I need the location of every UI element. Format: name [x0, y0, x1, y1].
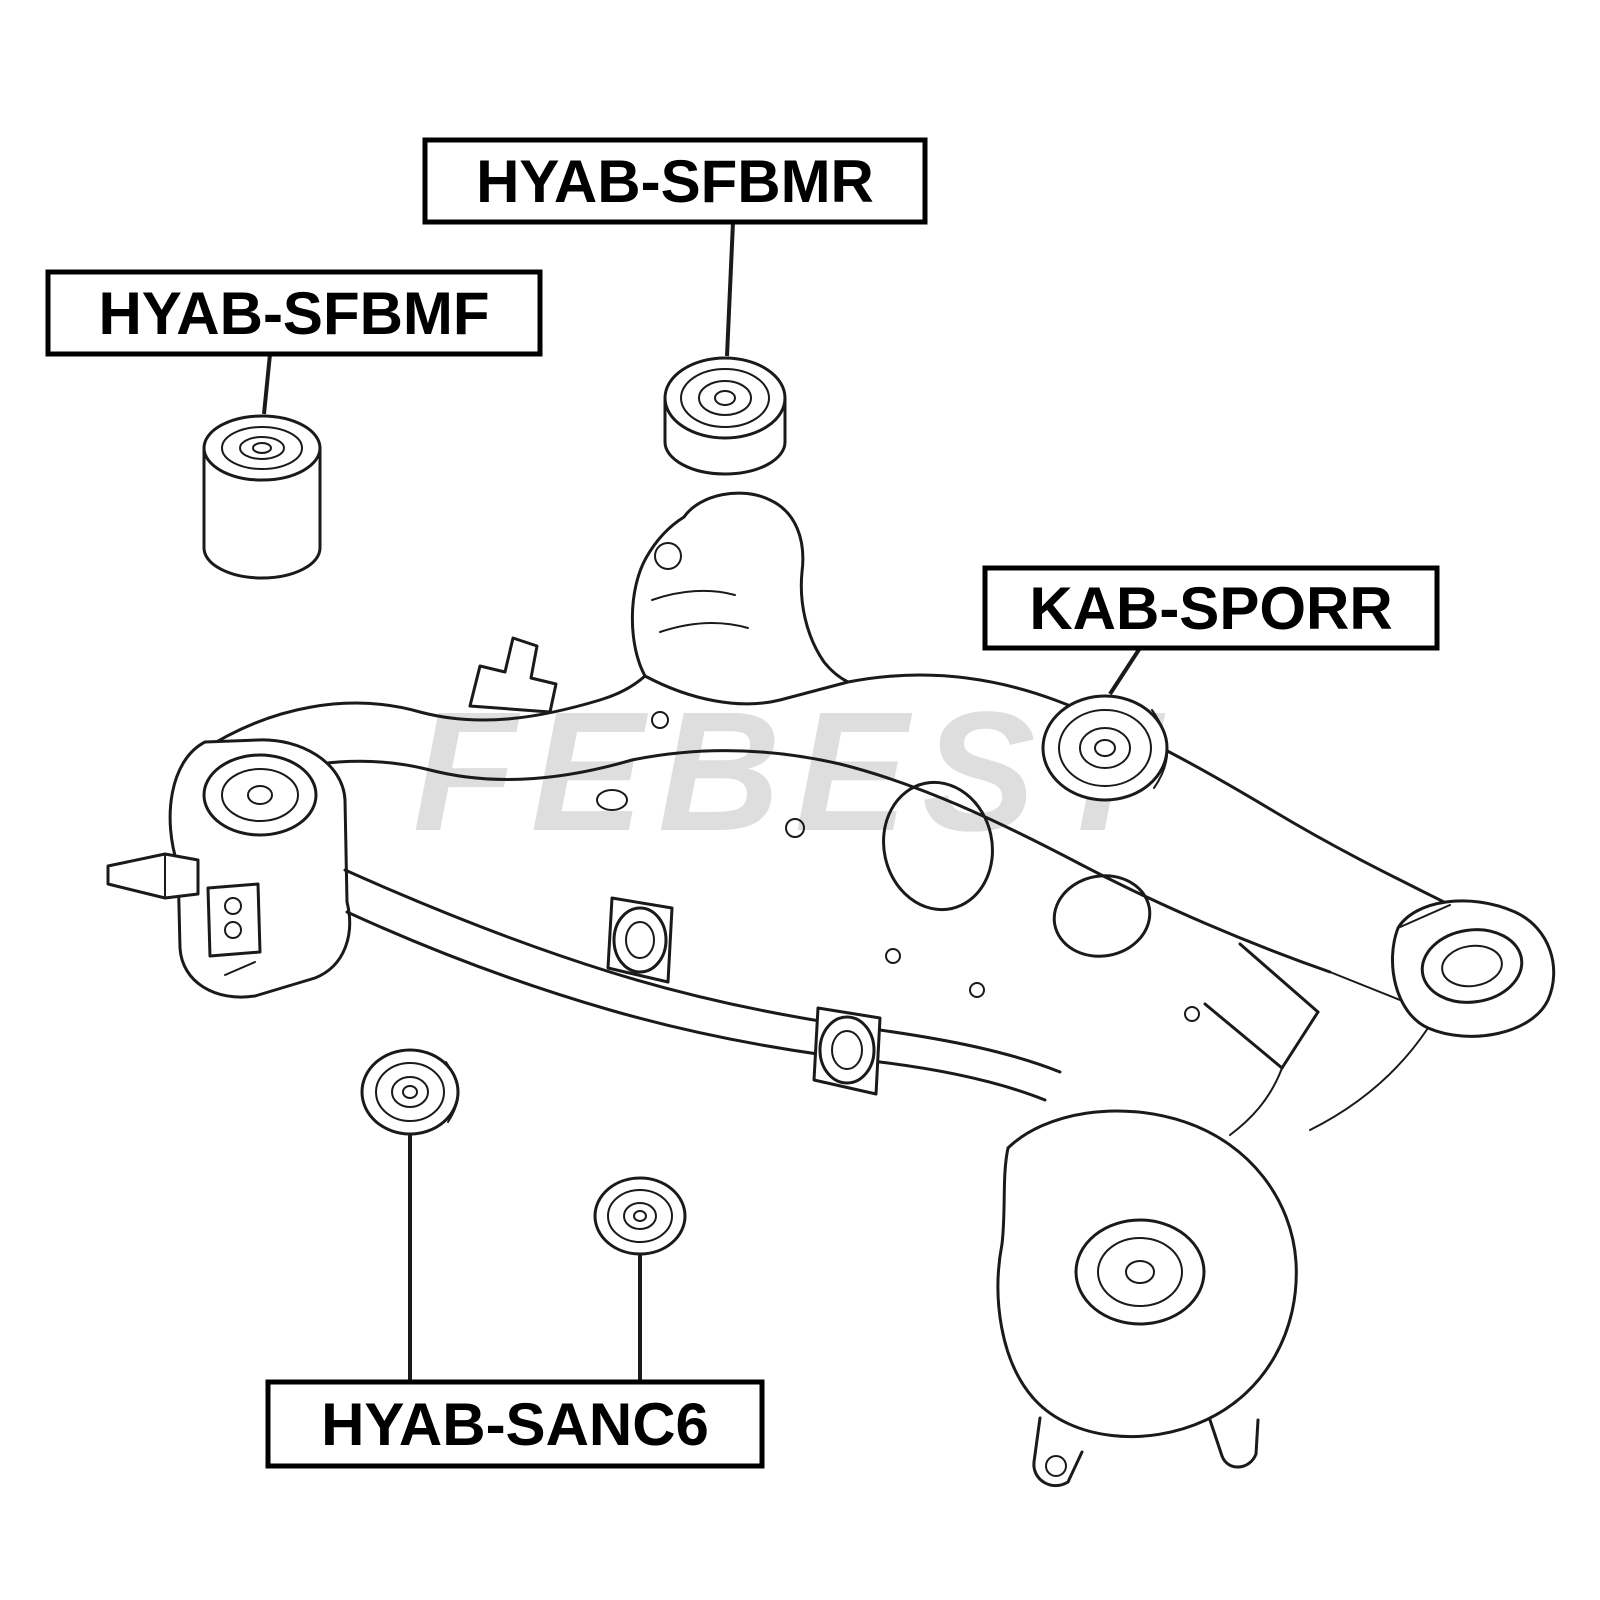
mid-mount-2-hole: [831, 1030, 863, 1070]
left-sub-bracket-bolt-2: [224, 921, 242, 939]
diagonal-strut-2: [1280, 1010, 1320, 1070]
right-rail-bottom-edge: [630, 749, 1332, 974]
left-mount-hatch-3: [224, 961, 256, 976]
part-label-hyab-sfbmf-text: HYAB-SFBMF: [98, 280, 489, 347]
tower-rib-2: [659, 622, 749, 633]
mid-mount-1-bracket: [606, 896, 674, 984]
bottom-right-bracket: [996, 1109, 1298, 1438]
tower-hole: [654, 542, 682, 570]
part-label-kab-sporr-box: [982, 565, 1440, 651]
right-mount-link-2: [1397, 904, 1451, 929]
part-label-hyab-sfbmf-box: [45, 269, 543, 357]
subframe-crossmember-drawing: [106, 491, 1556, 1488]
bushing-hyab-sfbmf: [202, 414, 322, 580]
bushing-sfbmf-body: [202, 446, 322, 580]
leader-hyab-sfbmf: [262, 353, 272, 415]
bottom-right-seat-outer: [1074, 1218, 1206, 1326]
part-label-kab-sporr: KAB-SPORR: [982, 565, 1440, 651]
bottom-right-seat-center: [1125, 1260, 1155, 1284]
left-zigzag-bracket: [468, 636, 558, 714]
right-mount-bracket: [1391, 899, 1556, 1038]
slot-hole: [596, 789, 628, 811]
mid-mount-1-seat: [612, 906, 668, 974]
bushing-sanc6a-ring-1: [375, 1062, 445, 1122]
bottom-right-foot-left: [1032, 1416, 1084, 1488]
bushing-kab-ring-2: [1079, 727, 1131, 769]
central-opening-large: [882, 780, 994, 912]
mid-mount-2-seat: [818, 1015, 876, 1085]
upper-rail-top-edge: [198, 674, 647, 754]
part-label-hyab-sanc6: HYAB-SANC6: [265, 1379, 765, 1469]
left-mount-seat-outer: [202, 753, 318, 837]
bushing-sanc6a-ring-2: [391, 1076, 429, 1108]
right-mount-seat-inner: [1441, 944, 1503, 988]
bolt-hole-1: [651, 711, 669, 729]
part-label-hyab-sanc6-box: [265, 1379, 765, 1469]
bushing-sfbmr-top: [663, 356, 787, 440]
bolt-hole-2: [785, 818, 805, 838]
part-label-kab-sporr-text: KAB-SPORR: [1029, 575, 1392, 642]
part-label-hyab-sfbmf: HYAB-SFBMF: [45, 269, 543, 357]
bolt-hole-5: [1184, 1006, 1200, 1022]
bushing-hyab-sanc6-a: [360, 1048, 460, 1136]
bushing-kab-core: [1094, 739, 1116, 757]
tower-rib-1: [651, 589, 736, 601]
strut-link-down: [1229, 1067, 1283, 1136]
left-mount-seat-center: [247, 785, 273, 805]
bushing-hyab-sanc6-b: [593, 1176, 687, 1256]
leader-kab-sporr: [1108, 646, 1142, 696]
lower-rail-bottom-edge: [345, 910, 1047, 1102]
mid-mount-1-hole: [625, 921, 655, 959]
left-mount-seat-mid: [221, 768, 299, 822]
part-label-hyab-sfbmr-box: [422, 137, 928, 225]
bushing-sfbmr-ring-2: [698, 380, 752, 416]
leader-hyab-sfbmr: [725, 221, 735, 357]
center-tower-bracket: [630, 491, 850, 706]
bushing-sfbmf-top: [202, 414, 322, 482]
bushing-sanc6b-core: [633, 1210, 647, 1222]
bottom-right-foot-right: [1208, 1418, 1260, 1469]
bushing-sanc6a-side-edge: [445, 1061, 460, 1123]
part-label-hyab-sfbmr-text: HYAB-SFBMR: [476, 148, 874, 215]
lower-rail-top-edge: [343, 868, 1062, 1074]
bushing-hyab-sfbmr: [663, 356, 787, 476]
bushing-kab-ring-1: [1058, 709, 1152, 787]
part-label-hyab-sfbmr: HYAB-SFBMR: [422, 137, 928, 225]
bushing-sfbmr-ring-1: [680, 368, 770, 428]
mid-mount-2-bracket: [812, 1006, 882, 1096]
right-mount-link-1: [1329, 971, 1401, 1001]
diagonal-strut-3: [1203, 1002, 1284, 1070]
central-opening-small: [1052, 874, 1152, 958]
bushing-sanc6a-core: [402, 1085, 418, 1099]
bolt-hole-3: [885, 948, 901, 964]
diagonal-strut-1: [1238, 942, 1320, 1014]
right-mount-seat-outer: [1420, 928, 1524, 1004]
right-mount-arm-down: [1309, 1027, 1429, 1131]
leader-lines: [262, 221, 1142, 1382]
bottom-right-seat-mid: [1097, 1237, 1183, 1307]
bushing-sanc6b-ring-1: [607, 1189, 673, 1243]
bushing-kab-side-edge: [1151, 709, 1169, 789]
part-label-hyab-sanc6-text: HYAB-SANC6: [321, 1391, 709, 1458]
bushing-sfbmr-core: [714, 390, 736, 406]
bushing-kab-sporr: [1041, 694, 1169, 802]
left-axle-stub: [106, 852, 200, 900]
bushing-kab-outer: [1041, 694, 1169, 802]
left-sub-bracket-bolt-1: [224, 897, 242, 915]
bushing-sfbmf-core: [252, 442, 272, 454]
bottom-right-foot-bolt: [1045, 1455, 1067, 1477]
bushing-sanc6b-ring-2: [623, 1202, 657, 1230]
bushing-sfbmf-ring-1: [221, 426, 303, 470]
bolt-hole-4: [969, 982, 985, 998]
left-sub-bracket: [206, 882, 262, 958]
bushing-sfbmf-ring-2: [239, 436, 285, 460]
